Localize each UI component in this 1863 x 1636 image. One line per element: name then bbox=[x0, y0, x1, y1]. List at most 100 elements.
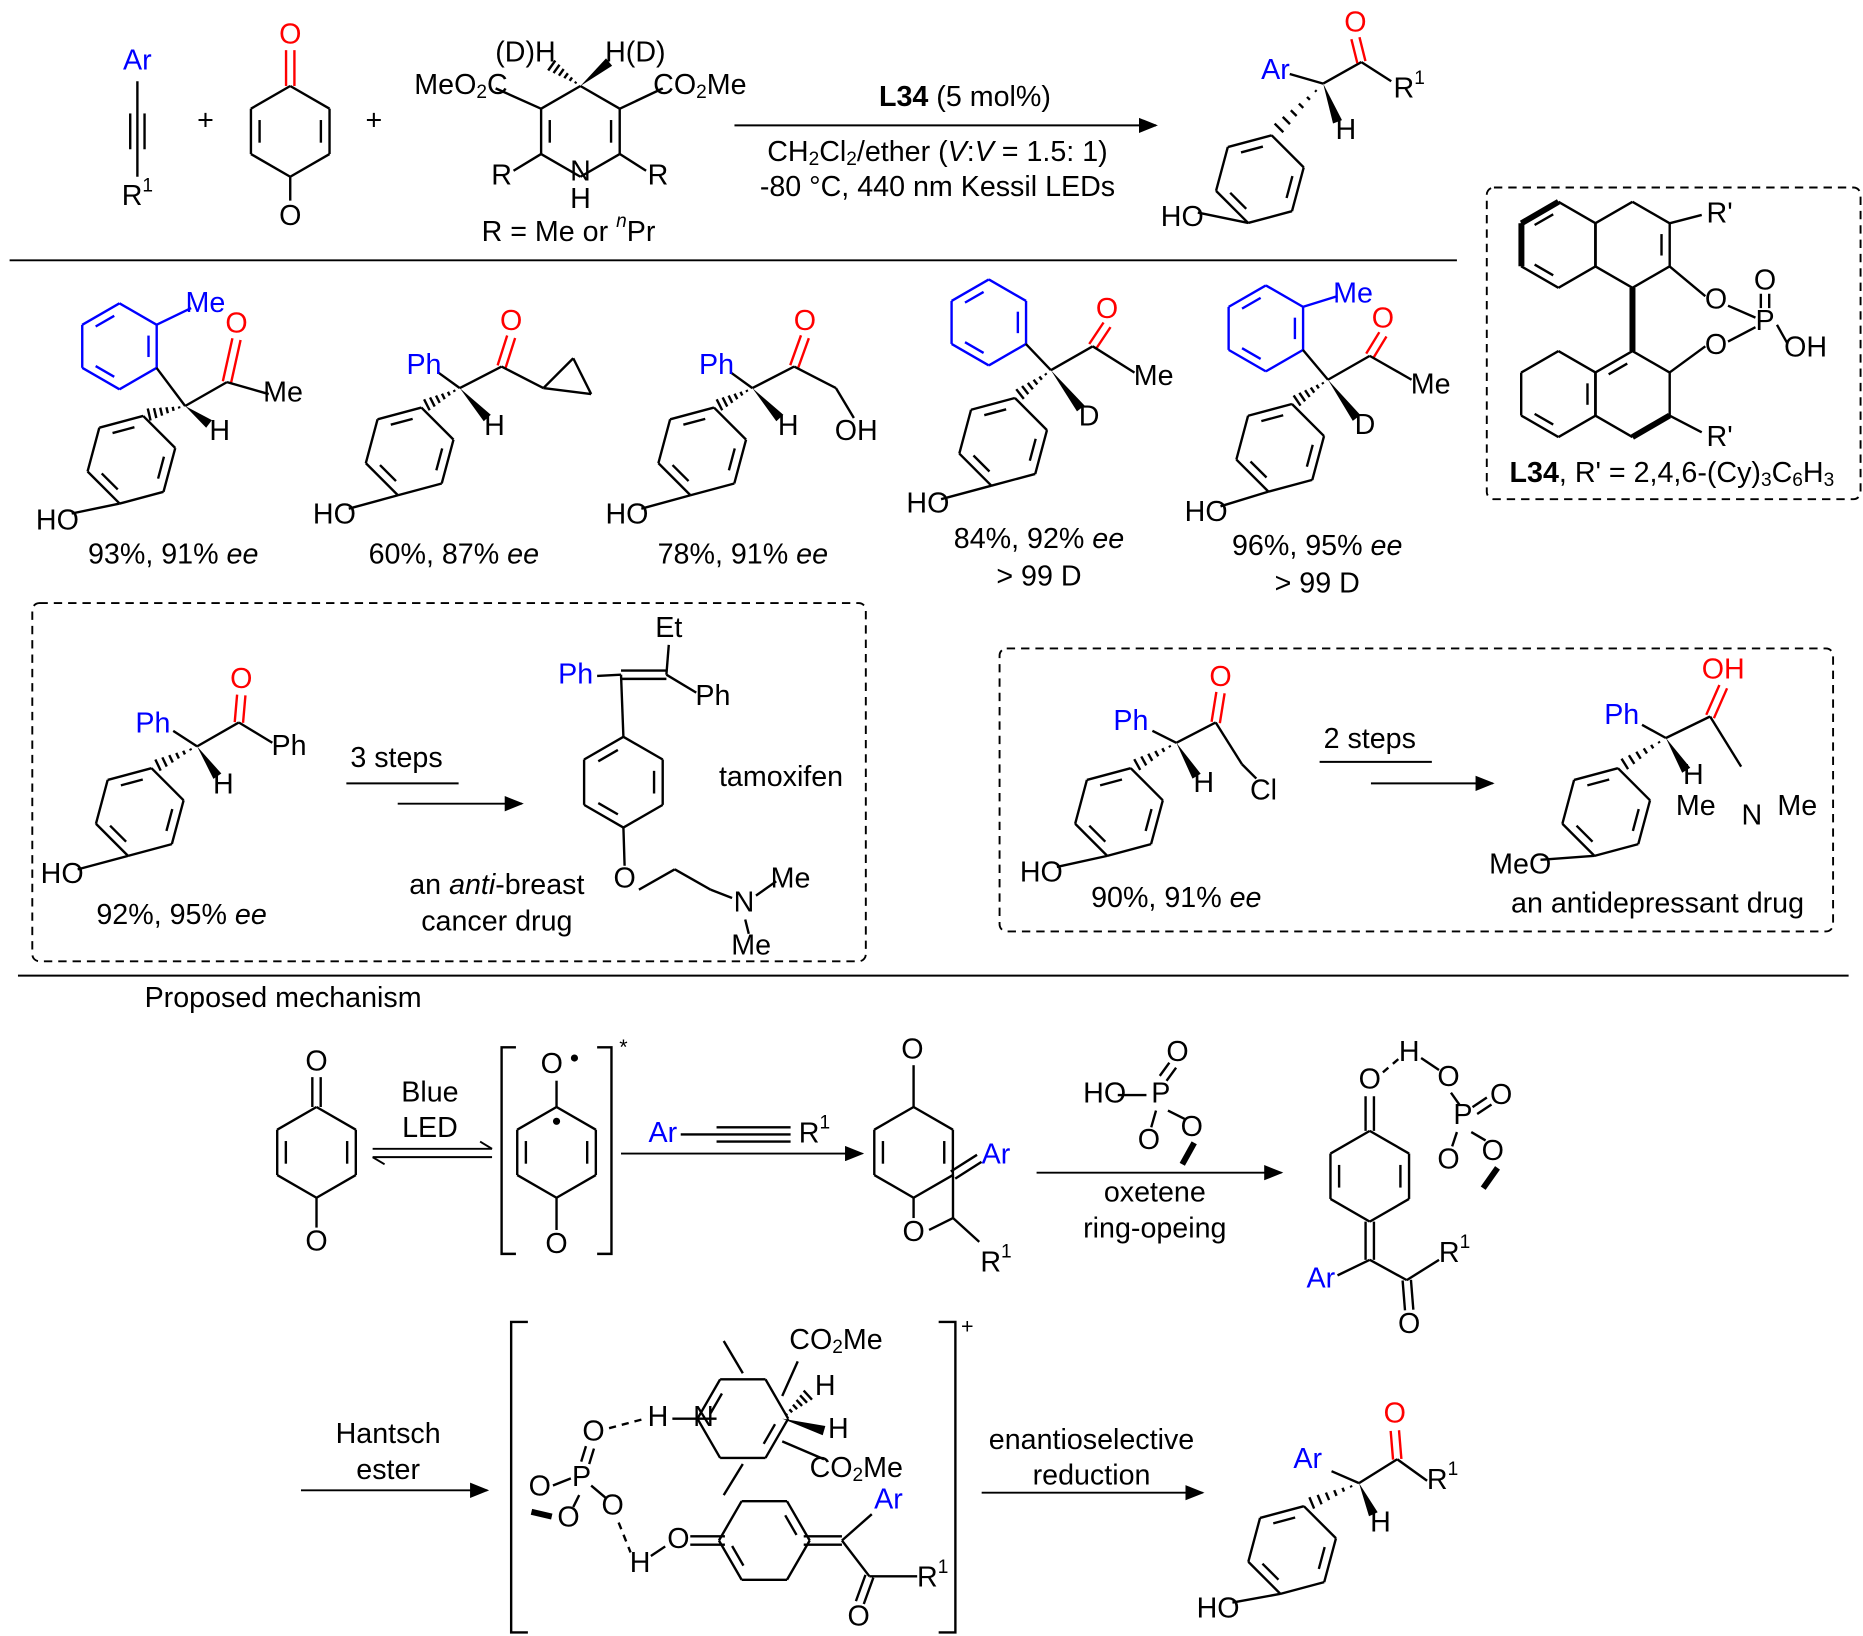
ho-label: HO bbox=[1185, 496, 1228, 528]
bond bbox=[619, 674, 625, 737]
me-label: Me bbox=[771, 863, 811, 895]
bond bbox=[1727, 304, 1756, 319]
h-label: H bbox=[1683, 759, 1704, 791]
hashed-bond bbox=[168, 754, 174, 764]
ring-bond bbox=[958, 452, 993, 487]
bond bbox=[638, 868, 676, 891]
plus-sign: + bbox=[365, 104, 382, 136]
double-bond bbox=[862, 1577, 875, 1605]
ar-label: Ar bbox=[874, 1484, 903, 1516]
p-label: P bbox=[1453, 1099, 1472, 1131]
ring-bond bbox=[622, 735, 664, 761]
bond bbox=[1360, 61, 1392, 83]
me-label: Me bbox=[731, 930, 771, 962]
hashed-bond bbox=[1349, 1485, 1353, 1488]
bond bbox=[744, 919, 750, 935]
o-label: O bbox=[1372, 303, 1394, 335]
bond bbox=[834, 387, 855, 419]
double-bond bbox=[1158, 1062, 1171, 1077]
ring-bond bbox=[289, 84, 331, 110]
ring-bond bbox=[540, 84, 582, 110]
ring-bond bbox=[733, 439, 748, 484]
double-bond bbox=[1350, 38, 1359, 64]
hashed-bond bbox=[802, 1389, 813, 1401]
hashed-bond bbox=[568, 76, 574, 82]
bond bbox=[928, 1216, 954, 1232]
double-bond bbox=[950, 1153, 978, 1173]
bracket bbox=[509, 1320, 957, 1634]
bond bbox=[1451, 1131, 1459, 1147]
ring-double-bond bbox=[435, 448, 444, 471]
hashed-bond bbox=[795, 1399, 803, 1407]
dashed-box bbox=[998, 647, 1835, 933]
bond bbox=[1665, 715, 1711, 740]
bond bbox=[1369, 354, 1413, 381]
ho-label: HO bbox=[906, 488, 949, 520]
ring-bond bbox=[555, 1174, 597, 1199]
bond bbox=[1709, 715, 1743, 768]
bond bbox=[641, 494, 691, 510]
bond bbox=[1322, 61, 1362, 85]
o-label: O bbox=[1096, 293, 1118, 325]
antidepressant-application-box: Ph O H Cl HO 90%, 91% ee 2 steps OH Ph H… bbox=[998, 647, 1835, 933]
ring-bond bbox=[555, 1105, 597, 1131]
ring-bond bbox=[669, 406, 715, 421]
ring-double-bond bbox=[1261, 1562, 1280, 1581]
double-bond bbox=[1471, 1096, 1488, 1109]
ring-bond bbox=[1106, 842, 1152, 858]
hashed-bond bbox=[182, 750, 187, 755]
o-label: O bbox=[848, 1601, 870, 1633]
ring-bond bbox=[1235, 415, 1250, 460]
temperature-light-conditions: -80 °C, 440 nm Kessil LEDs bbox=[760, 171, 1115, 203]
aryl-ring-double-bond bbox=[1241, 296, 1262, 310]
bond bbox=[841, 1513, 873, 1542]
ring-bond bbox=[1631, 200, 1671, 225]
ring-double-bond bbox=[1534, 213, 1554, 227]
co2me-label: CO2​Me bbox=[789, 1324, 882, 1359]
step-label: ester bbox=[356, 1454, 420, 1486]
hashed-bond bbox=[1333, 1489, 1338, 1497]
bond bbox=[722, 1463, 744, 1496]
bond bbox=[1336, 1258, 1371, 1277]
ring-bond bbox=[95, 822, 129, 857]
ring-double-bond bbox=[1028, 438, 1037, 462]
ring-bond bbox=[970, 396, 1016, 411]
bond bbox=[1420, 1057, 1440, 1071]
double-bond bbox=[580, 1445, 588, 1462]
bond bbox=[590, 1484, 608, 1500]
tamoxifen-application-box: Ph O Ph H HO 92%, 95% ee 3 steps Et Ph P… bbox=[31, 602, 867, 963]
o-label: O bbox=[1437, 1061, 1459, 1093]
aryl-ring-double-bond bbox=[1241, 347, 1262, 360]
double-bond bbox=[954, 1160, 983, 1180]
hashed-bond bbox=[152, 407, 158, 419]
aryl-ring-bond bbox=[950, 278, 990, 302]
catalyst-loading: L34 (5 mol%) bbox=[879, 80, 1051, 112]
o-label: O bbox=[545, 1228, 567, 1260]
hashed-bond bbox=[1304, 389, 1311, 398]
bond bbox=[437, 371, 461, 390]
double-bond bbox=[1389, 1430, 1395, 1460]
radical-dot bbox=[552, 1117, 561, 1125]
bond bbox=[665, 673, 697, 694]
hashed-bond bbox=[1038, 375, 1043, 381]
ring-bond bbox=[1520, 414, 1560, 439]
r1-label: R1 bbox=[1439, 1232, 1470, 1268]
yield-ee: 92%, 95% ee bbox=[96, 898, 266, 930]
ring-bond bbox=[1268, 478, 1313, 493]
bond bbox=[1179, 1141, 1197, 1166]
ring-bond bbox=[1129, 767, 1164, 802]
ring-bond bbox=[1280, 1580, 1325, 1596]
ring-bond bbox=[94, 779, 109, 825]
hashed-bond bbox=[1316, 1494, 1323, 1505]
hashed-bond bbox=[189, 748, 193, 751]
ring-bond bbox=[764, 1418, 790, 1459]
r1-label: R1 bbox=[799, 1113, 830, 1149]
wedge-bond bbox=[185, 406, 212, 428]
ring-bond bbox=[127, 842, 173, 858]
me-label: Me bbox=[186, 287, 226, 319]
o-label: O bbox=[529, 1470, 551, 1502]
ring-bond bbox=[1323, 1537, 1338, 1583]
top-reaction: Ar R1 + O O + (D)H H(D) MeO2​C CO2​Me R … bbox=[122, 6, 1425, 247]
hashed-bond bbox=[792, 1403, 798, 1410]
ring-bond bbox=[583, 735, 625, 761]
